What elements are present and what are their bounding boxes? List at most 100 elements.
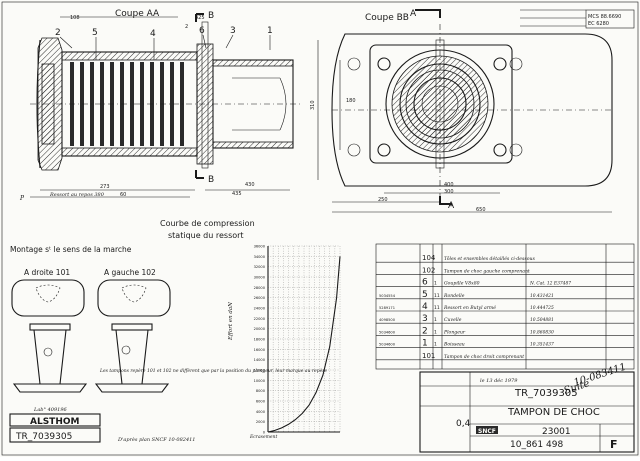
alsthom-logo: ALSTHOM: [30, 417, 80, 427]
parts-row-number: 101: [422, 352, 435, 360]
title-suite-ref: 10-083411: [573, 362, 628, 389]
chart-y-tick-label: 28000: [254, 286, 266, 290]
chart-y-tick-label: 34000: [254, 255, 266, 259]
chart-y-tick-label: 0: [263, 431, 266, 435]
alsthom-block: Lab° 409196 ALSTHOM TR_7039305 D'après p…: [9, 407, 195, 443]
montage-section: Montage sᵗ le sens de la marche A droite…: [10, 245, 327, 393]
dim-425: 425: [195, 15, 205, 21]
callout-2: 2: [55, 28, 61, 38]
parts-row-ref: 10.431421: [530, 294, 554, 299]
chart-grid: [267, 245, 341, 433]
parts-row-qty: 11: [434, 305, 440, 311]
parts-row-name: Tôles et ensembles détaillés ci-dessous: [444, 255, 535, 262]
parts-row-name: Rondelle: [443, 293, 465, 299]
callout-3: 3: [230, 26, 236, 36]
chart-y-tick-label: 30000: [254, 276, 266, 280]
label-gauche-102: A gauche 102: [104, 268, 156, 277]
parts-side-code: 5034554: [379, 294, 396, 298]
parts-row-ref: N. Cat. 12 E37487: [529, 282, 571, 287]
title-drawing-number: TR_7039305: [514, 388, 578, 399]
chart-series-line: [267, 256, 341, 433]
chart-y-tick-label: 14000: [254, 358, 266, 362]
title-class: 23001: [542, 427, 571, 437]
dim-180: 180: [346, 98, 356, 104]
corner-note-2: EC 6280: [588, 21, 609, 27]
parts-row-ref: 10.860830: [530, 330, 554, 335]
parts-row-qty: 1: [434, 281, 437, 287]
parts-side-code: 5034600: [379, 343, 396, 347]
callout-1: 1: [267, 26, 273, 36]
buffer-plate-left: [97, 279, 171, 317]
parts-row-number: 1: [422, 339, 428, 349]
title-name: TAMPON DE CHOC: [507, 407, 600, 418]
svg-text:P: P: [19, 195, 25, 202]
dim-60: 60: [120, 192, 126, 198]
chart-title: Courbe de compression: [160, 219, 255, 228]
chart-y-tick-label: 16000: [254, 348, 266, 352]
coupe-bb-title: Coupe BB: [365, 13, 409, 23]
parts-row-name: Ressort en Butyl armé: [443, 304, 496, 311]
label-droite-101: A droite 101: [24, 268, 70, 277]
chart-xlabel: Ecrasement: [249, 434, 277, 440]
title-date: le 13 déc 1979: [480, 377, 518, 384]
parts-list: 104 Tôles et ensembles détaillés ci-desso…: [375, 243, 635, 370]
chart-y-tick-label: 20000: [254, 327, 266, 331]
parts-row-number: 104: [422, 254, 436, 262]
parts-row-ref: 10.351437: [530, 343, 554, 348]
chart-y-tick-label: 2000: [256, 420, 266, 424]
section-mark-b-bottom: B: [208, 175, 214, 185]
parts-side-code: 5034600: [379, 330, 396, 334]
dim-435: 435: [232, 191, 242, 197]
parts-row-qty: 1: [434, 342, 437, 348]
parts-row-ref: 10.504881: [530, 318, 554, 323]
parts-row-qty: 1: [434, 329, 437, 335]
parts-row-qty: 11: [434, 293, 440, 299]
parts-side-code: 5289171: [379, 306, 395, 310]
parts-row-number: 6: [422, 278, 428, 288]
chart-y-tick-label: 8000: [256, 389, 266, 393]
callout-5: 5: [92, 28, 98, 38]
dim-310: 310: [310, 100, 316, 110]
note-ressort-repos: Ressort au repos 380: [49, 192, 105, 198]
chart-y-tick-label: 18000: [254, 338, 266, 342]
parts-row-name: Plongeur: [443, 329, 466, 335]
montage-title: Montage sᵗ le sens de la marche: [10, 245, 132, 254]
coupe-bb-view: Coupe BB A A 400 300 250 6: [310, 9, 635, 213]
title-sncf: SNCF: [478, 428, 496, 435]
chart-y-tick-label: 6000: [256, 400, 266, 404]
parts-row-number: 102: [422, 266, 435, 274]
dim-273: 273: [100, 184, 110, 190]
parts-row-name: Tampon de choc gauche comprenant: [444, 268, 530, 274]
parts-row-number: 3: [422, 314, 428, 324]
alsthom-lab-number: Lab° 409196: [33, 407, 67, 413]
dim-250: 250: [378, 197, 388, 203]
title-block: le 13 déc 1979 TR_7039305 TAMPON DE CHOC…: [419, 362, 635, 453]
title-format-letter: F: [610, 438, 618, 451]
alsthom-ref: TR_7039305: [15, 432, 72, 442]
chart-y-ticks: 0200040006000800010000120001400016000180…: [254, 245, 266, 435]
coupe-aa-view: Coupe AA 108 425 2 2 5 4 6 3 1: [19, 9, 300, 202]
title-scale: 0,4: [456, 419, 471, 429]
parts-row-qty: 1: [434, 317, 437, 323]
callout-4: 4: [150, 29, 156, 39]
chart-y-tick-label: 4000: [256, 410, 266, 414]
chart-y-tick-label: 32000: [254, 265, 266, 269]
parts-row-name: Goupille V8x80: [444, 281, 480, 287]
section-mark-a-bottom: A: [448, 201, 455, 211]
parts-row-number: 5: [422, 290, 428, 300]
section-mark-b-top: B: [208, 11, 214, 21]
dim-400: 400: [444, 182, 454, 188]
parts-row-number: 4: [422, 302, 428, 312]
parts-side-code: 4098500: [379, 318, 396, 322]
corner-note-1: MCS 88.6690: [588, 14, 621, 20]
section-mark-a-top: A: [410, 9, 417, 19]
parts-row-name: Cuvelle: [444, 317, 462, 323]
chart-y-tick-label: 36000: [254, 245, 266, 249]
chart-y-tick-label: 10000: [254, 379, 266, 383]
parts-row-name: Boisseau: [443, 342, 465, 348]
montage-note: Les tampons repère 101 et 102 ne diffère…: [99, 367, 327, 374]
dim-300: 300: [444, 189, 454, 195]
